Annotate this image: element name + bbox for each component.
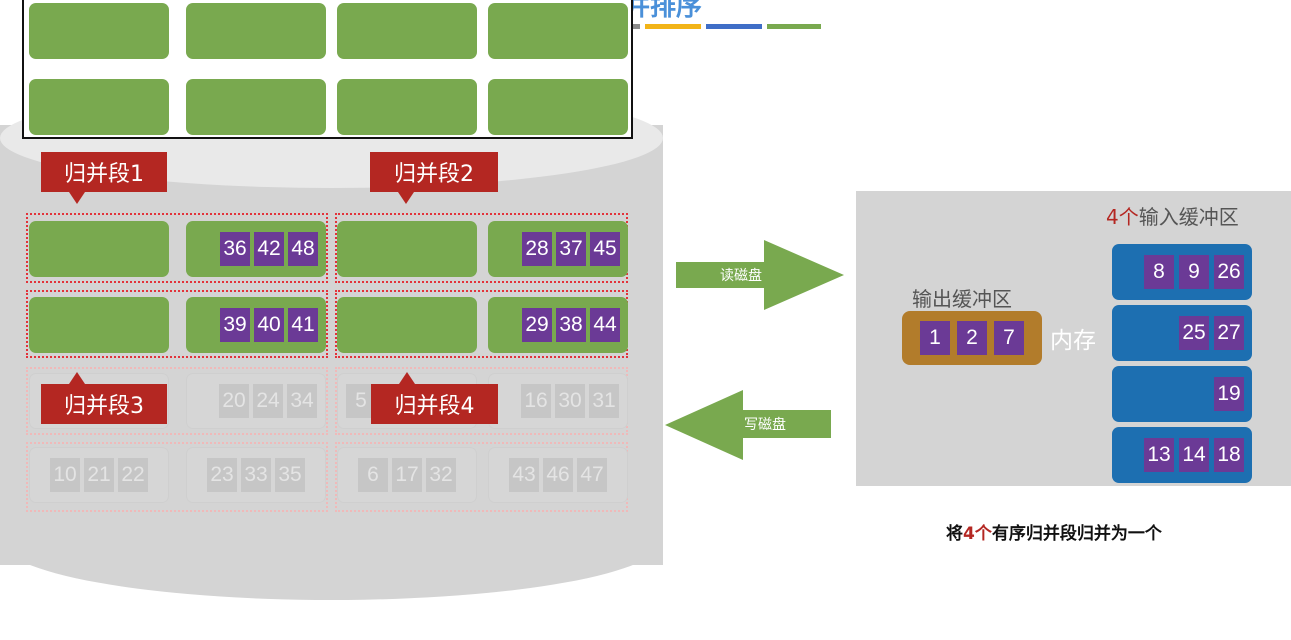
record-cell: 23 (207, 458, 237, 492)
record-cell: 39 (220, 308, 250, 342)
block-b3 (337, 297, 477, 353)
block-top-7 (337, 79, 477, 135)
record-cell: 36 (220, 232, 250, 266)
merge-caption: 将4个有序归并段归并为一个 (946, 519, 1162, 544)
input-cell: 27 (1214, 316, 1244, 350)
title-underline-green (767, 24, 821, 29)
block-b4: 29 38 44 (488, 297, 628, 353)
record-cell: 10 (50, 458, 80, 492)
read-disk-label: 读磁盘 (720, 268, 762, 284)
block-top-8 (488, 79, 628, 135)
block-a4: 28 37 45 (488, 221, 628, 277)
block-d4: 43 46 47 (488, 447, 628, 503)
record-cell: 16 (521, 384, 551, 418)
block-b2: 39 40 41 (186, 297, 326, 353)
input-cell: 26 (1214, 255, 1244, 289)
record-cell: 43 (509, 458, 539, 492)
segment-group-3 (26, 290, 328, 358)
record-cell: 31 (589, 384, 619, 418)
record-cell: 46 (543, 458, 573, 492)
block-top-6 (186, 79, 326, 135)
record-cell: 35 (275, 458, 305, 492)
block-top-4 (488, 3, 628, 59)
segment-group-1 (26, 213, 328, 283)
block-d3: 6 17 32 (337, 447, 477, 503)
input-buffer-count: 4个 (1106, 205, 1139, 229)
title-underline-yellow (645, 24, 701, 29)
block-a1 (29, 221, 169, 277)
input-cell: 18 (1214, 438, 1244, 472)
record-cell: 20 (219, 384, 249, 418)
block-a3 (337, 221, 477, 277)
write-disk-label: 写磁盘 (744, 417, 786, 433)
block-top-2 (186, 3, 326, 59)
record-cell: 38 (556, 308, 586, 342)
block-top-5 (29, 79, 169, 135)
block-c4: 16 30 31 (488, 373, 628, 429)
input-buffer-3: 19 (1112, 366, 1252, 422)
memory-label: 内存 (1050, 328, 1096, 354)
segment-tag-3: 归并段3 (41, 372, 167, 424)
input-cell: 9 (1179, 255, 1209, 289)
input-cell: 14 (1179, 438, 1209, 472)
output-cell: 2 (957, 321, 987, 355)
record-cell: 21 (84, 458, 114, 492)
record-cell: 42 (254, 232, 284, 266)
record-cell: 6 (358, 458, 388, 492)
record-cell: 29 (522, 308, 552, 342)
segment-tag-4: 归并段4 (371, 372, 498, 424)
segment-tag-1: 归并段1 (41, 152, 167, 204)
input-cell: 25 (1179, 316, 1209, 350)
input-cell: 13 (1144, 438, 1174, 472)
block-a2: 36 42 48 (186, 221, 326, 277)
record-cell: 28 (522, 232, 552, 266)
record-cell: 41 (288, 308, 318, 342)
record-cell: 37 (556, 232, 586, 266)
output-buffer-title: 输出缓冲区 (912, 287, 1012, 311)
segment-group-7 (26, 442, 328, 512)
write-disk-arrow (665, 390, 831, 460)
block-top-3 (337, 3, 477, 59)
title-underline-blue (706, 24, 762, 29)
input-buffer-title: 4个输入缓冲区 (1106, 201, 1239, 230)
read-disk-arrow (676, 240, 844, 310)
caption-count: 4个 (963, 524, 992, 544)
record-cell: 47 (577, 458, 607, 492)
input-buffer-2: 25 27 (1112, 305, 1252, 361)
output-cell: 1 (920, 321, 950, 355)
segment-group-5 (26, 367, 328, 435)
output-cell: 7 (994, 321, 1024, 355)
block-b1 (29, 297, 169, 353)
input-buffer-1: 8 9 26 (1112, 244, 1252, 300)
input-cell: 8 (1144, 255, 1174, 289)
block-c2: 20 24 34 (186, 373, 326, 429)
record-cell: 45 (590, 232, 620, 266)
caption-suffix: 有序归并段归并为一个 (991, 524, 1162, 544)
block-d2: 23 33 35 (186, 447, 326, 503)
record-cell: 22 (118, 458, 148, 492)
record-cell: 48 (288, 232, 318, 266)
segment-tag-2: 归并段2 (370, 152, 498, 204)
output-buffer: 1 2 7 (902, 311, 1042, 365)
input-cell: 19 (1214, 377, 1244, 411)
block-top-1 (29, 3, 169, 59)
block-d1: 10 21 22 (29, 447, 169, 503)
record-cell: 32 (426, 458, 456, 492)
input-buffer-4: 13 14 18 (1112, 427, 1252, 483)
record-cell: 17 (392, 458, 422, 492)
record-cell: 30 (555, 384, 585, 418)
record-cell: 24 (253, 384, 283, 418)
record-cell: 44 (590, 308, 620, 342)
record-cell: 34 (287, 384, 317, 418)
record-cell: 40 (254, 308, 284, 342)
input-buffer-title-text: 输入缓冲区 (1138, 205, 1239, 229)
record-cell: 33 (241, 458, 271, 492)
caption-prefix: 将 (946, 524, 963, 544)
